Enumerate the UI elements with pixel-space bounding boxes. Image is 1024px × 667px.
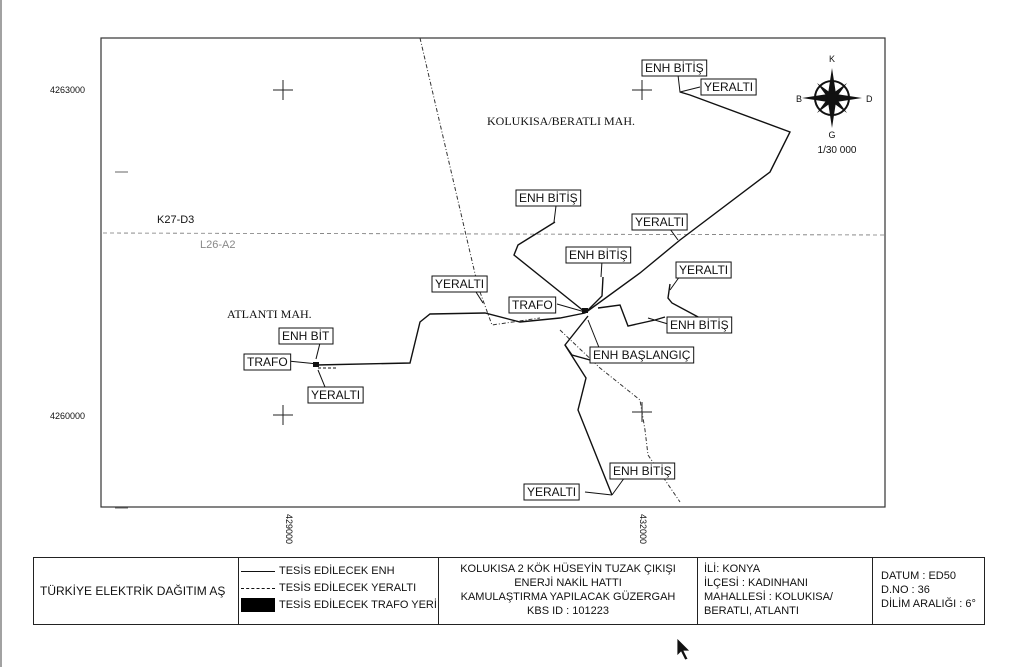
compass-west: B: [796, 94, 802, 104]
label-enh-bitis: ENH BİTİŞ: [515, 189, 582, 207]
label-yeralti: YERALTI: [700, 78, 757, 96]
sheet-boundary: [102, 232, 886, 236]
label-trafo: TRAFO: [243, 353, 292, 371]
legend-enh: TESİS EDİLECEK ENH: [279, 565, 395, 577]
callout-text: YERALTI: [435, 277, 484, 291]
compass-north: K: [829, 54, 835, 64]
label-yeralti: YERALTI: [675, 261, 732, 279]
project-line-2: ENERJİ NAKİL HATTI: [514, 577, 622, 589]
map-scale: 1/30 000: [818, 145, 857, 156]
label-yeralti: YERALTI: [631, 213, 688, 231]
grid-crosshairs: [273, 80, 652, 425]
label-enh-bitis: ENH BİTİŞ: [565, 246, 632, 264]
label-leaders: [287, 74, 701, 496]
region-label-atlanti: ATLANTI MAH.: [227, 307, 312, 321]
callout-box: [641, 59, 708, 77]
compass-east: D: [866, 94, 873, 104]
callout-text: YERALTI: [527, 485, 576, 499]
callout-text: YERALTI: [679, 263, 728, 277]
callout-text: ENH BAŞLANGIÇ: [593, 348, 691, 362]
location-cell: İLİ: KONYA İLÇESİ : KADINHANI MAHALLESİ …: [697, 557, 873, 625]
callout-text: YERALTI: [635, 215, 684, 229]
sheet-label-lower: L26-A2: [200, 239, 235, 251]
compass-south: G: [828, 130, 835, 140]
callout-box: [243, 353, 292, 371]
location-ilce: İLÇESİ : KADINHANI: [704, 577, 808, 589]
callout-labels: ENH BİTİŞ YERALTI ENH BİTİŞ YERALTI ENH …: [243, 59, 757, 501]
legend-yeralti: TESİS EDİLECEK YERALTI: [279, 582, 417, 594]
label-trafo: TRAFO: [508, 296, 557, 314]
sheet-label-upper: K27-D3: [157, 214, 194, 226]
callout-text: YERALTI: [311, 388, 360, 402]
legend-cell: TESİS EDİLECEK ENH TESİS EDİLECEK YERALT…: [238, 557, 439, 625]
callout-box: [508, 296, 557, 314]
callout-box: [589, 346, 695, 364]
easting-label-left: 429000: [284, 514, 294, 544]
datum: DATUM : ED50: [881, 570, 956, 582]
location-mahalle-2: BERATLI, ATLANTI: [704, 605, 799, 617]
project-line-4: KBS ID : 101223: [527, 605, 609, 617]
legend-trafo: TESİS EDİLECEK TRAFO YERİ: [279, 599, 437, 611]
region-label-kolukisa: KOLUKISA/BERATLI MAH.: [487, 114, 635, 128]
callout-text: TRAFO: [247, 355, 288, 369]
map-frame: [100, 37, 886, 508]
trafo-symbol: [241, 598, 275, 612]
label-enh-baslangic: ENH BAŞLANGIÇ: [589, 346, 695, 364]
callout-text: TRAFO: [512, 298, 553, 312]
location-mahalle-1: MAHALLESİ : KOLUKISA/: [704, 591, 833, 603]
trafo-markers: [313, 308, 588, 369]
callout-text: ENH BİTİŞ: [519, 191, 578, 205]
northing-label-bottom: 4260000: [50, 411, 85, 421]
callout-text: ENH BİTİŞ: [569, 248, 628, 262]
callout-box: [609, 462, 676, 480]
callout-box: [666, 316, 733, 334]
callout-box: [431, 275, 488, 293]
callout-box: [307, 386, 364, 404]
callout-box: [675, 261, 732, 279]
mouse-cursor-icon: [676, 637, 691, 661]
label-yeralti: YERALTI: [431, 275, 488, 293]
callout-text: ENH BİT: [282, 329, 330, 343]
enh-line-symbol: [241, 570, 275, 572]
project-line-3: KAMULAŞTIRMA YAPILACAK GÜZERGAH: [460, 591, 676, 603]
callout-box: [278, 327, 334, 345]
project-line-1: KOLUKISA 2 KÖK HÜSEYİN TUZAK ÇIKIŞI: [460, 563, 676, 575]
datum-cell: DATUM : ED50 D.NO : 36 DİLİM ARALIĞI : 6…: [872, 557, 985, 625]
callout-box: [631, 213, 688, 231]
company-name: TÜRKİYE ELEKTRİK DAĞITIM AŞ: [40, 584, 226, 598]
yeralti-lines: [419, 37, 681, 503]
callout-text: ENH BİTİŞ: [645, 61, 704, 75]
label-yeralti: YERALTI: [523, 483, 580, 501]
easting-label-right: 432000: [638, 514, 648, 544]
compass-rose-icon: [802, 68, 862, 128]
callout-box: [565, 246, 632, 264]
label-enh-bitis: ENH BİTİŞ: [666, 316, 733, 334]
callout-box: [515, 189, 582, 207]
company-cell: TÜRKİYE ELEKTRİK DAĞITIM AŞ: [33, 557, 239, 625]
label-yeralti: YERALTI: [307, 386, 364, 404]
project-cell: KOLUKISA 2 KÖK HÜSEYİN TUZAK ÇIKIŞI ENER…: [438, 557, 698, 625]
enh-lines: [315, 91, 791, 496]
location-il: İLİ: KONYA: [704, 563, 761, 575]
label-enh-bit: ENH BİT: [278, 327, 334, 345]
d-no: D.NO : 36: [881, 584, 930, 596]
dilim-araligi: DİLİM ARALIĞI : 6°: [881, 598, 976, 610]
callout-text: YERALTI: [704, 80, 753, 94]
northing-label-top: 4263000: [50, 85, 85, 95]
callout-box: [700, 78, 757, 96]
yeralti-line-symbol: [241, 587, 275, 589]
callout-box: [523, 483, 580, 501]
label-enh-bitis: ENH BİTİŞ: [641, 59, 708, 77]
label-enh-bitis: ENH BİTİŞ: [609, 462, 676, 480]
callout-text: ENH BİTİŞ: [670, 318, 729, 332]
callout-text: ENH BİTİŞ: [613, 464, 672, 478]
